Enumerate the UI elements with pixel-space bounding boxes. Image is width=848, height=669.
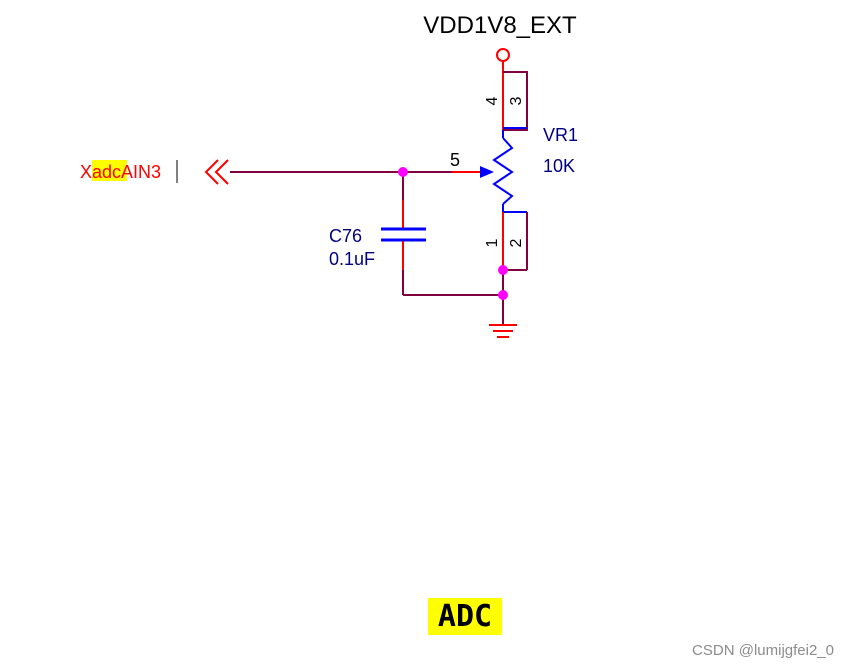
pin-4-label: 4: [484, 96, 501, 105]
junction-dot-wiper-cap: [398, 167, 408, 177]
ground-net-wire: [403, 270, 504, 324]
pin-5-label: 5: [450, 150, 460, 170]
power-net-label: VDD1V8_EXT: [423, 12, 577, 39]
capacitor-symbol: [381, 172, 426, 295]
pin-2-label: 2: [508, 238, 525, 247]
potentiometer-symbol: [480, 130, 527, 213]
capacitor-ref-label: C76: [329, 226, 362, 246]
pot-top-pins: [502, 71, 528, 131]
pot-value-label: 10K: [543, 156, 575, 176]
junction-dot-ground: [498, 290, 508, 300]
pot-ref-label: VR1: [543, 125, 578, 145]
capacitor-value-label: 0.1uF: [329, 249, 375, 269]
ground-symbol: [489, 324, 517, 338]
net-label-highlight-text: adc: [92, 162, 121, 182]
net-label-prefix: X: [80, 162, 92, 182]
block-title-highlight: [428, 598, 502, 635]
net-label: XadcAIN3: [80, 162, 161, 182]
pin-1-label: 1: [484, 238, 501, 247]
junction-dot-pin1: [498, 265, 508, 275]
block-title: ADC: [437, 599, 493, 634]
power-symbol: [496, 48, 510, 72]
watermark: CSDN @lumijgfei2_0: [692, 642, 834, 659]
net-label-highlight: [92, 160, 127, 181]
offpage-connector: [204, 159, 229, 185]
pin-3-label: 3: [508, 96, 525, 105]
net-label-suffix: AIN3: [121, 162, 161, 182]
